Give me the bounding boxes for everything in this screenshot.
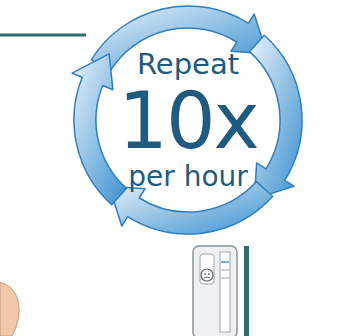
cycle-text: per hour	[103, 161, 273, 193]
header-rule	[0, 34, 86, 37]
cycle-arrow	[72, 54, 126, 205]
cycle-text: Repeat	[103, 47, 273, 81]
cycle-arrows	[72, 6, 302, 234]
hand-illustration	[0, 282, 19, 336]
device-illustration	[193, 246, 249, 336]
cycle-center: Repeat10xper hour	[103, 47, 273, 193]
repeat-count: 10x	[103, 81, 273, 161]
